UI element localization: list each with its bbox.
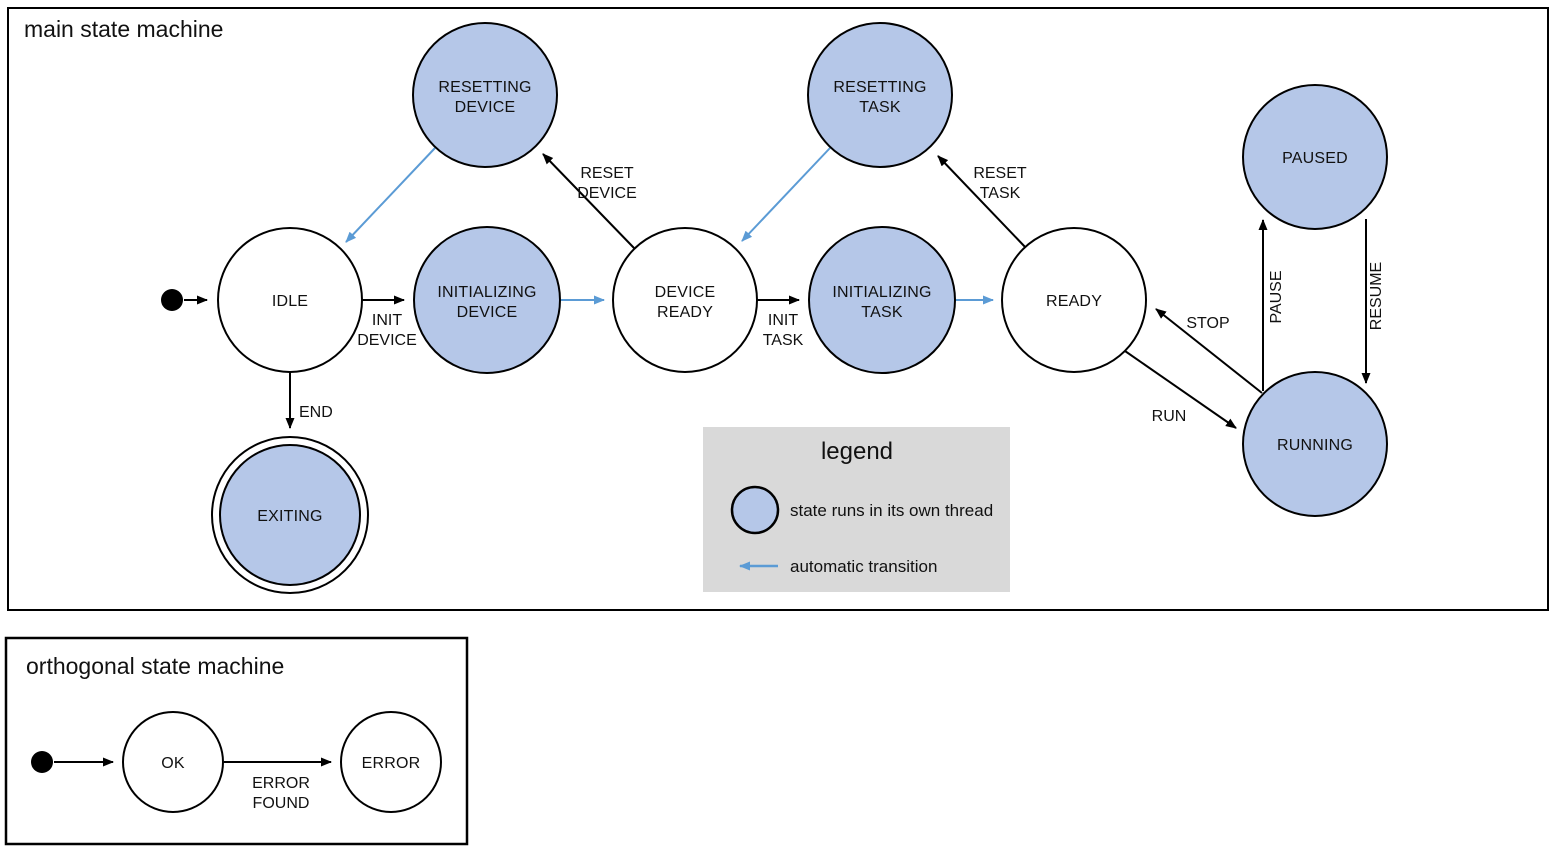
state-circle	[219, 444, 361, 586]
state-circle	[1001, 227, 1147, 373]
legend-title: legend	[821, 438, 893, 465]
state-circle	[122, 711, 224, 813]
orthogonal-initial-state-dot	[31, 751, 53, 773]
state-circle	[217, 227, 363, 373]
label-run: RUN	[1152, 408, 1187, 425]
main-initial-state-dot	[161, 289, 183, 311]
state-ok: OK	[122, 711, 224, 813]
state-label: EXITING	[257, 508, 322, 525]
label-reset-device-line1: RESET	[580, 165, 634, 182]
label-stop: STOP	[1186, 315, 1229, 332]
legend: legend state runs in its own thread auto…	[703, 427, 1010, 592]
label-init-device-line1: INIT	[372, 312, 402, 329]
auto-transition-resetting-device-to-idle	[345, 147, 436, 243]
transition-ready-to-resetting-task	[937, 155, 1028, 250]
state-label: TASK	[861, 304, 903, 321]
state-circle	[808, 226, 956, 374]
state-label: INITIALIZING	[437, 284, 536, 301]
auto-transition-resetting-task-to-device-ready	[741, 147, 831, 242]
state-running: RUNNING	[1242, 371, 1388, 517]
state-circle	[807, 22, 953, 168]
state-label: IDLE	[272, 293, 308, 310]
state-circle	[1242, 84, 1388, 230]
state-label: DEVICE	[655, 284, 716, 301]
legend-auto-label: automatic transition	[790, 557, 937, 576]
orthogonal-frame-title: orthogonal state machine	[26, 653, 284, 679]
state-label: RESETTING	[438, 79, 531, 96]
state-idle: IDLE	[217, 227, 363, 373]
state-circle	[412, 22, 558, 168]
state-circle	[612, 227, 758, 373]
state-error: ERROR	[340, 711, 442, 813]
state-initializing-task: INITIALIZING TASK	[808, 226, 956, 374]
state-label: OK	[161, 755, 185, 772]
state-label: INITIALIZING	[832, 284, 931, 301]
state-resetting-task: RESETTING TASK	[807, 22, 953, 168]
label-init-device-line2: DEVICE	[357, 332, 417, 349]
state-label: DEVICE	[455, 99, 516, 116]
state-circle	[340, 711, 442, 813]
orthogonal-state-machine: orthogonal state machine OK ERROR FOUND …	[4, 636, 469, 846]
transition-running-to-ready-stop	[1155, 308, 1263, 394]
state-label: READY	[657, 304, 713, 321]
state-resetting-device: RESETTING DEVICE	[412, 22, 558, 168]
state-label: TASK	[859, 99, 901, 116]
label-reset-task-line2: TASK	[980, 185, 1021, 202]
state-label: READY	[1046, 293, 1102, 310]
state-label: RESETTING	[833, 79, 926, 96]
main-frame-title: main state machine	[24, 16, 223, 42]
state-paused: PAUSED	[1242, 84, 1388, 230]
state-label: DEVICE	[457, 304, 518, 321]
label-resume: RESUME	[1368, 262, 1385, 330]
state-exiting-final: EXITING	[211, 436, 369, 594]
label-pause: PAUSE	[1268, 270, 1285, 323]
label-reset-device-line2: DEVICE	[577, 185, 637, 202]
label-init-task-line1: INIT	[768, 312, 798, 329]
legend-thread-state-icon	[730, 485, 780, 535]
transition-device-ready-to-resetting-device	[542, 153, 635, 249]
label-error-found-line1: ERROR	[252, 775, 310, 792]
state-initializing-device: INITIALIZING DEVICE	[413, 226, 561, 374]
state-circle	[1242, 371, 1388, 517]
state-ready: READY	[1001, 227, 1147, 373]
state-label: PAUSED	[1282, 150, 1348, 167]
label-error-found-line2: FOUND	[253, 795, 310, 812]
label-reset-task-line1: RESET	[973, 165, 1027, 182]
state-label: RUNNING	[1277, 437, 1353, 454]
transition-ready-to-running-run	[1124, 350, 1237, 429]
state-circle	[413, 226, 561, 374]
legend-thread-label: state runs in its own thread	[790, 501, 993, 520]
state-label: ERROR	[362, 755, 421, 772]
label-end: END	[299, 404, 333, 421]
label-init-task-line2: TASK	[763, 332, 804, 349]
state-device-ready: DEVICE READY	[612, 227, 758, 373]
